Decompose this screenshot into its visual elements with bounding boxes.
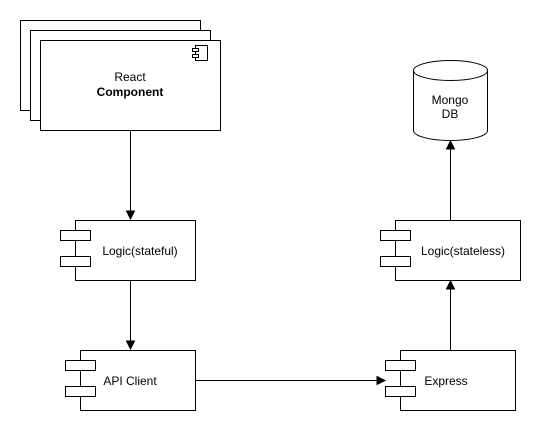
react-component-box (40, 40, 221, 131)
logic-stateless-node[interactable]: Logic(stateless) (380, 220, 521, 281)
mongo-db-node[interactable]: Mongo DB (413, 60, 488, 141)
component-tab-lower (65, 386, 96, 397)
express-box (400, 350, 516, 411)
logic-stateful-box (75, 220, 196, 281)
react-component-label-line2: Component (97, 85, 164, 99)
express-label: Express (424, 374, 467, 388)
react-component-label-line1: React (114, 70, 146, 84)
component-tab-lower (385, 386, 416, 397)
component-tab-lower (60, 256, 91, 267)
react-component-node[interactable]: React Component (20, 20, 221, 131)
component-tab-upper (60, 230, 91, 241)
logic-stateless-box (395, 220, 521, 281)
express-node[interactable]: Express (385, 350, 516, 411)
component-icon (192, 45, 208, 61)
mongo-db-cylinder-top (413, 60, 488, 81)
logic-stateful-node[interactable]: Logic(stateful) (60, 220, 196, 281)
logic-stateless-label: Logic(stateless) (421, 244, 505, 258)
component-tab-lower (380, 256, 411, 267)
edge-logic-stateless-to-mongo-db (445, 139, 456, 221)
component-tab-upper (65, 360, 96, 371)
api-client-label: API Client (103, 374, 157, 388)
edge-express-to-logic-stateless (445, 279, 456, 351)
api-client-node[interactable]: API Client (65, 350, 196, 411)
edge-logic-stateful-to-api-client (125, 280, 136, 351)
component-tab-upper (380, 230, 411, 241)
api-client-box (80, 350, 196, 411)
mongo-db-label-line2: DB (442, 107, 459, 121)
edge-react-to-logic-stateful (125, 130, 136, 221)
edge-api-client-to-express (195, 375, 387, 386)
mongo-db-label-line1: Mongo (432, 93, 469, 107)
component-tab-upper (385, 360, 416, 371)
logic-stateful-label: Logic(stateful) (102, 244, 177, 258)
